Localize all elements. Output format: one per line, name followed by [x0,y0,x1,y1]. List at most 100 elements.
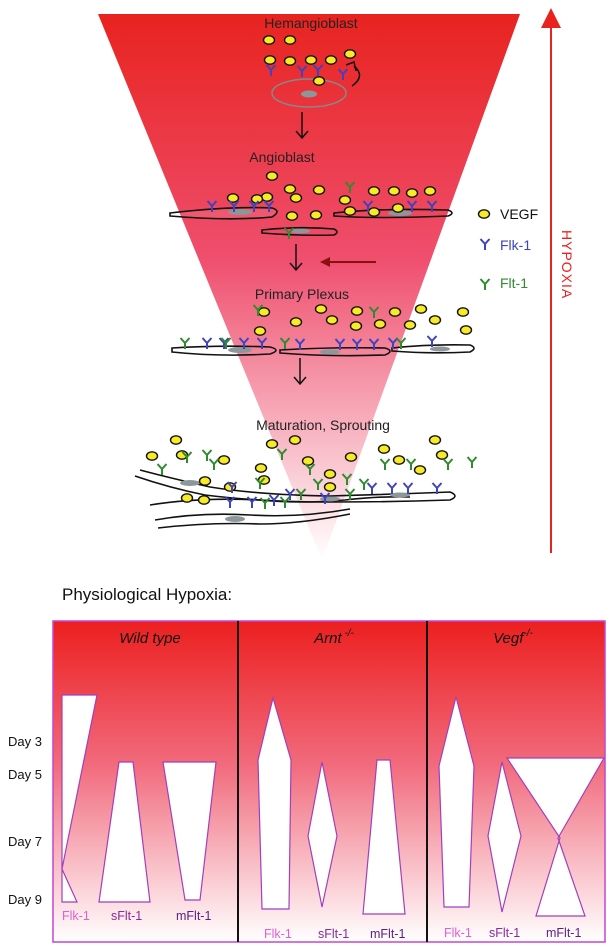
vegf-ligand [145,451,159,461]
vegf-ligand [373,319,387,329]
vegf-ligand [301,456,315,466]
vegf-ligand [413,465,427,475]
legend-flt1-label: Flt-1 [500,275,528,291]
vegf-ligand [325,315,339,325]
primary-plexus-vessels [171,344,475,357]
arnt-shapes [257,695,406,915]
column-title-wild-type: Wild type [119,630,181,647]
vegf-ligand [323,482,337,492]
wt-flk1-shape [61,694,98,903]
series-labels: Flk-1 sFlt-1 mFlt-1 Flk-1 sFlt-1 mFlt-1 … [62,909,581,941]
vegf-ligand [344,452,358,462]
vegf-ligand [217,455,231,465]
column-title-vegf: Vegf-/- [493,628,533,647]
vegf-ligand [349,321,363,331]
vegf-shapes [438,696,606,917]
vegf-ligand [324,55,338,65]
flt1-receptor [379,458,391,471]
wild-type-shapes [61,694,217,903]
hemangioblast-cell [271,60,361,108]
bottom-panel: Physiological Hypoxia: Wild type Arnt -/… [8,585,606,943]
vegf-ligand [283,184,297,194]
vegf-ligand [350,306,364,316]
vegf-ligand [289,193,303,203]
vegf-ligand [392,455,406,465]
hypoxia-label: HYPOXIA [559,230,575,299]
vegf-ligand [388,307,402,317]
vegf-ligand [391,203,405,213]
legend-flk1-marker [479,238,491,251]
legend-flt1-marker [479,278,491,291]
vegf-ligand [260,192,274,202]
vegf-ligand [428,315,442,325]
vegf-flk1-label: Flk-1 [444,926,472,940]
vegf-mflt1-shape [505,757,606,917]
legend-vegf-marker [477,209,491,219]
flt1-receptor [156,463,168,476]
flt1-receptor [208,458,220,471]
arnt-sflt1-shape [307,761,338,908]
stage-arrows [289,112,309,386]
vegf-ligand [414,304,428,314]
vegf-ligand [285,211,299,221]
arnt-mflt1-shape [362,759,406,915]
wt-flk1-label: Flk-1 [62,909,90,923]
legend-flk1-label: Flk-1 [500,237,531,253]
wt-sflt1-label: sFlt-1 [111,909,142,923]
vegf-sflt1-shape [487,761,522,913]
wt-mflt1-shape [162,761,217,901]
hypoxia-gradient-triangle [98,14,520,560]
vegf-ligand [377,444,391,454]
vegf-ligand [435,450,449,460]
vegf-ligand [304,55,318,65]
vegf-ligand [226,193,240,203]
vegf-ligand [312,76,326,86]
vegf-ligand [169,435,183,445]
vegf-ligand [283,56,297,66]
vegf-ligand [283,35,297,45]
stage-primary-plexus: Primary Plexus [255,286,349,302]
vegf-ligand [309,210,323,220]
day-label-9: Day 9 [8,892,42,907]
vegf-ligand [265,171,279,181]
vegf-ligand [180,493,194,503]
vegf-ligand [265,439,279,449]
flk1-receptor [246,496,258,509]
flt1-receptor [358,478,370,491]
stage-maturation: Maturation, Sprouting [256,417,390,433]
flt1-receptor [466,456,478,469]
vegf-ligand [387,186,401,196]
vegf-sflt1-label: sFlt-1 [489,926,520,940]
vegf-ligand [253,326,267,336]
vegf-mflt1-label: mFlt-1 [546,926,581,940]
vegf-ligand [367,207,381,217]
flk1-receptor [386,482,398,495]
vegf-flk1-shape [438,696,475,908]
vegf-ligand [263,55,277,65]
column-title-arnt: Arnt -/- [313,628,354,647]
vegf-ligand [343,206,357,216]
vegf-ligand [338,195,352,205]
panel-background [52,620,606,943]
vegf-ligand [459,325,473,335]
vegf-ligand [197,495,211,505]
flk1-receptor [366,482,378,495]
arnt-mflt1-label: mFlt-1 [370,927,405,941]
vegf-ligand [423,186,437,196]
arnt-flk1-shape [257,695,292,910]
day-label-3: Day 3 [8,734,42,749]
vegf-ligand [288,435,302,445]
wt-mflt1-label: mFlt-1 [176,909,211,923]
vegf-ligand [367,186,381,196]
top-diagram: HYPOXIA Hemangioblast Angioblast Primary… [98,8,575,560]
stage-hemangioblast: Hemangioblast [264,15,357,31]
flk1-receptor [402,482,414,495]
vegf-ligand [403,320,417,330]
day-label-5: Day 5 [8,767,42,782]
arnt-flk1-label: Flk-1 [264,927,292,941]
legend-vegf-label: VEGF [500,206,538,222]
vegf-ligand [428,435,442,445]
vegf-ligand [314,304,328,314]
vegf-ligand [323,469,337,479]
